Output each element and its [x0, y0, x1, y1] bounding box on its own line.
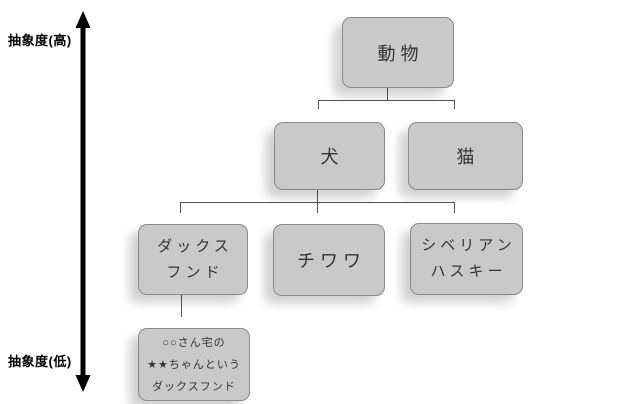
connector-dachshund-stub: [180, 202, 181, 213]
connector-husky-stub: [454, 202, 455, 213]
node-instance-dachshund: ○○さん宅の ★★ちゃんという ダックスフンド: [138, 328, 250, 401]
connector-dachshund-instance: [181, 295, 182, 317]
node-dog: 犬: [274, 122, 385, 190]
abstraction-high-label: 抽象度(高): [8, 33, 72, 48]
connector-level2-bar: [318, 100, 455, 101]
connector-dog-stem: [317, 190, 318, 203]
node-dachshund: ダックス フンド: [138, 224, 248, 295]
connector-dog-stub: [318, 100, 319, 109]
node-instance-label-line2: ★★ちゃんという: [147, 358, 241, 371]
node-dachshund-label-line2: フンド: [166, 263, 224, 281]
abstraction-axis-double-arrow-icon: [75, 11, 91, 392]
node-animal-label: 動物: [377, 43, 424, 64]
node-dog-label: 犬: [320, 147, 344, 167]
node-cat-label: 猫: [456, 147, 480, 167]
node-animal: 動物: [342, 17, 454, 88]
node-husky: シベリアン ハスキー: [410, 223, 523, 295]
node-chihuahua-label: チワワ: [297, 251, 366, 271]
node-instance-label-line3: ダックスフンド: [152, 380, 236, 393]
connector-cat-stub: [454, 100, 455, 109]
node-husky-label-line2: ハスキー: [430, 263, 507, 280]
connector-animal-stem: [387, 88, 388, 100]
connector-chihuahua-stub: [317, 202, 318, 213]
node-chihuahua: チワワ: [273, 224, 385, 296]
node-cat: 猫: [408, 122, 523, 190]
node-instance-label-line1: ○○さん宅の: [162, 336, 226, 349]
node-husky-label-line1: シベリアン: [421, 237, 516, 254]
node-dachshund-label-line1: ダックス: [157, 237, 233, 255]
abstraction-low-label: 抽象度(低): [8, 354, 72, 369]
